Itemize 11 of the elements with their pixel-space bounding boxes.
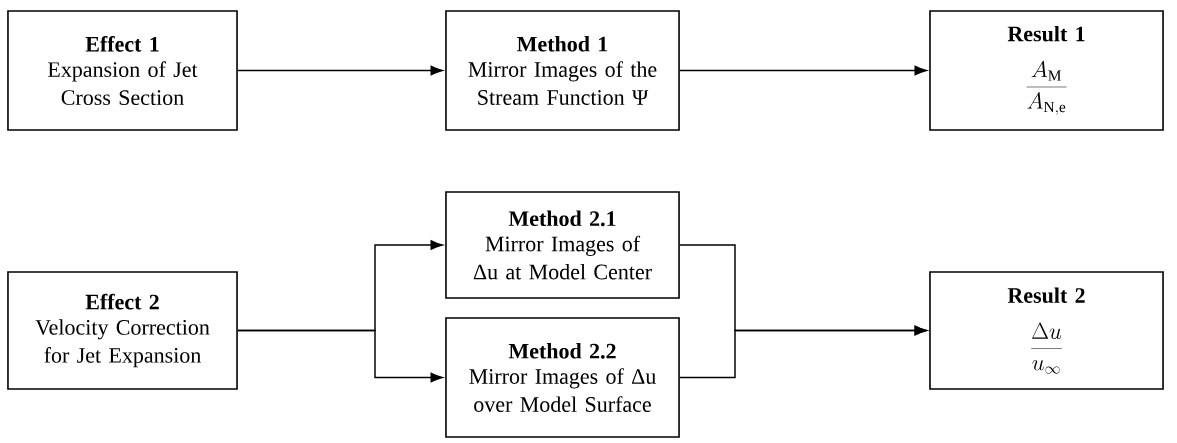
- arrow: [237, 329, 443, 383]
- arrow: [237, 65, 443, 76]
- process-box: Result 1 $\frac{A_{\mathrm{M}}}{A_{\mathrm{N,e}}}$: [929, 10, 1164, 131]
- process-box: Effect 1 Expansion of Jet Cross Section: [7, 10, 238, 131]
- process-box: Method 2.2 Mirror Images of Δu over Model Surface: [445, 317, 680, 438]
- process-box: Effect 2 Velocity Correction for Jet Expansion: [7, 271, 238, 390]
- arrow: [679, 325, 927, 379]
- process-box: Result 2 $\frac{\Delta u}{u_\infty}$: [929, 271, 1164, 390]
- process-box: Method 1 Mirror Images of the Stream Function Ψ: [445, 10, 680, 131]
- process-box: Method 2.1 Mirror Images of Δu at Model Center: [445, 191, 680, 299]
- arrow: [679, 65, 927, 76]
